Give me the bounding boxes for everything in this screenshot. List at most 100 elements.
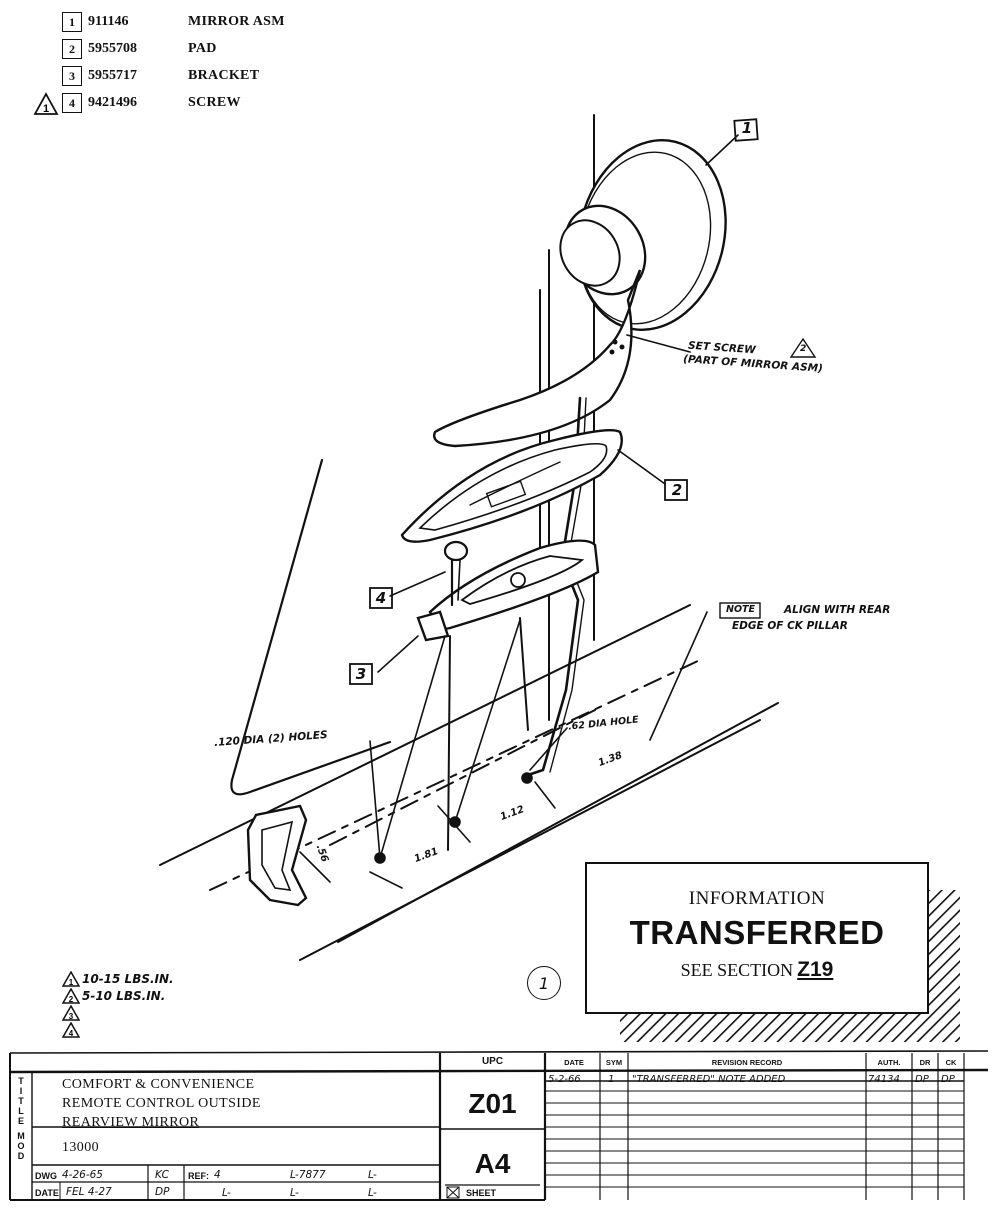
rev-auth: 74134 bbox=[868, 1074, 900, 1085]
note-line-2: EDGE OF CK PILLAR bbox=[732, 620, 848, 632]
rev-header-record: REVISION RECORD bbox=[711, 1058, 783, 1067]
dwg-initials: KC bbox=[155, 1169, 169, 1181]
part-index-box: 2 bbox=[62, 39, 82, 59]
screw-part bbox=[443, 540, 469, 607]
title-letter: T bbox=[18, 1096, 24, 1106]
bracket-part bbox=[416, 539, 600, 851]
part-number: 911146 bbox=[88, 14, 129, 29]
note-line-1: ALIGN WITH REAR bbox=[784, 604, 891, 616]
sheet-marker: 1 bbox=[538, 973, 550, 993]
l-field: L- bbox=[222, 1187, 231, 1199]
warning-triangle-icon: 2 bbox=[62, 987, 80, 1004]
rev-sym: 1 bbox=[608, 1074, 615, 1085]
model-vertical-label: M O D bbox=[14, 1131, 28, 1161]
part-description: BRACKET bbox=[188, 68, 260, 83]
door-outline bbox=[230, 458, 392, 796]
date-initials: DP bbox=[155, 1186, 170, 1198]
svg-text:4: 4 bbox=[69, 1029, 74, 1038]
warning-triangle-icon: 1 bbox=[33, 92, 59, 115]
molding-profile bbox=[246, 804, 308, 907]
callout-4: 4 bbox=[375, 589, 387, 607]
sheet-code: A4 bbox=[474, 1148, 511, 1179]
upc-header: UPC bbox=[481, 1056, 504, 1067]
title-letter: T bbox=[18, 1076, 24, 1086]
part-description: MIRROR ASM bbox=[188, 14, 285, 29]
torque-spec-row: 4 bbox=[62, 1021, 174, 1038]
part-description: SCREW bbox=[188, 95, 241, 110]
set-screw-marker: 2 bbox=[800, 344, 807, 354]
info-heading: INFORMATION bbox=[688, 888, 826, 909]
l-field: L-7877 bbox=[290, 1169, 326, 1181]
title-letter: L bbox=[18, 1106, 24, 1116]
warning-triangle-icon: 1 bbox=[62, 970, 80, 987]
warning-triangle-icon: 3 bbox=[62, 1004, 80, 1021]
sheet-marker-circle: 1 bbox=[527, 966, 561, 1000]
l-field: L- bbox=[368, 1187, 377, 1199]
title-letter: I bbox=[19, 1086, 23, 1096]
rev-dr: DP bbox=[915, 1074, 929, 1085]
title-vertical-label: T I T L E bbox=[14, 1076, 28, 1126]
torque-spec-row: 3 bbox=[62, 1004, 174, 1021]
rev-ck: DP bbox=[941, 1074, 955, 1085]
torque-spec-text: 5-10 LBS.IN. bbox=[82, 988, 166, 1003]
date-value: FEL 4-27 bbox=[66, 1186, 112, 1198]
title-letter: E bbox=[17, 1116, 24, 1126]
callout-3: 3 bbox=[355, 665, 367, 683]
parts-list-row: 1 911146 MIRROR ASM bbox=[62, 11, 285, 33]
rev-header-sym: SYM bbox=[605, 1058, 623, 1067]
part-description: PAD bbox=[188, 41, 217, 56]
l-field: L- bbox=[368, 1169, 377, 1181]
parts-list-row: 2 5955708 PAD bbox=[62, 38, 217, 60]
model-number: 13000 bbox=[62, 1140, 99, 1155]
part-number: 5955717 bbox=[88, 68, 137, 83]
torque-spec-text: 10-15 LBS.IN. bbox=[82, 971, 174, 986]
l-field: L- bbox=[290, 1187, 299, 1199]
rev-header-auth: AUTH. bbox=[877, 1058, 901, 1067]
dimension-ticks bbox=[299, 781, 556, 889]
date-label: DATE bbox=[35, 1188, 59, 1198]
part-index-box: 1 bbox=[62, 12, 82, 32]
rev-header-dr: DR bbox=[919, 1058, 931, 1067]
section-code: Z19 bbox=[797, 958, 834, 981]
ref-label: REF: bbox=[188, 1171, 209, 1181]
dwg-label: DWG bbox=[35, 1171, 57, 1181]
info-transferred: TRANSFERRED bbox=[629, 914, 885, 951]
part-index-box: 3 bbox=[62, 66, 82, 86]
drawing-title: COMFORT & CONVENIENCE REMOTE CONTROL OUT… bbox=[62, 1075, 261, 1132]
title-line: REMOTE CONTROL OUTSIDE bbox=[62, 1096, 261, 1111]
parts-list-row: 3 5955717 BRACKET bbox=[62, 65, 259, 87]
svg-text:1: 1 bbox=[69, 978, 74, 987]
dwg-date: 4-26-65 bbox=[62, 1169, 103, 1181]
torque-spec-row: 2 5-10 LBS.IN. bbox=[62, 987, 174, 1004]
title-line: COMFORT & CONVENIENCE bbox=[62, 1077, 255, 1092]
warning-marker: 1 bbox=[43, 103, 49, 115]
torque-spec-row: 1 10-15 LBS.IN. bbox=[62, 970, 174, 987]
torque-spec-list: 1 10-15 LBS.IN. 2 5-10 LBS.IN. 3 4 bbox=[62, 970, 174, 1038]
callout-boxes bbox=[349, 118, 817, 685]
mirror-head bbox=[433, 139, 727, 448]
rev-header-date: DATE bbox=[564, 1058, 584, 1067]
part-number: 5955708 bbox=[88, 41, 137, 56]
callout-2: 2 bbox=[671, 481, 683, 499]
parts-list-row: 4 9421496 SCREW bbox=[62, 92, 241, 114]
title-line: REARVIEW MIRROR bbox=[62, 1115, 200, 1130]
upc-code: Z01 bbox=[468, 1088, 517, 1119]
exploded-assembly-drawing bbox=[159, 114, 817, 961]
svg-text:2: 2 bbox=[69, 995, 74, 1004]
rev-record: "TRANSFERRED" NOTE ADDED bbox=[632, 1074, 786, 1085]
rev-date: 5-2-66 bbox=[548, 1074, 581, 1085]
model-letter: M bbox=[17, 1131, 25, 1141]
leader-lines bbox=[369, 134, 739, 864]
model-letter: O bbox=[17, 1141, 25, 1151]
warning-triangle-icon: 4 bbox=[62, 1021, 80, 1038]
part-number: 9421496 bbox=[88, 95, 137, 110]
svg-text:3: 3 bbox=[69, 1012, 74, 1021]
title-block-frame bbox=[9, 1050, 989, 1201]
model-letter: D bbox=[17, 1151, 25, 1161]
see-section-label: SEE SECTION bbox=[680, 960, 794, 980]
ref-value: 4 bbox=[214, 1169, 221, 1181]
part-index-box: 4 bbox=[62, 93, 82, 113]
sheet-label: SHEET bbox=[466, 1188, 497, 1198]
